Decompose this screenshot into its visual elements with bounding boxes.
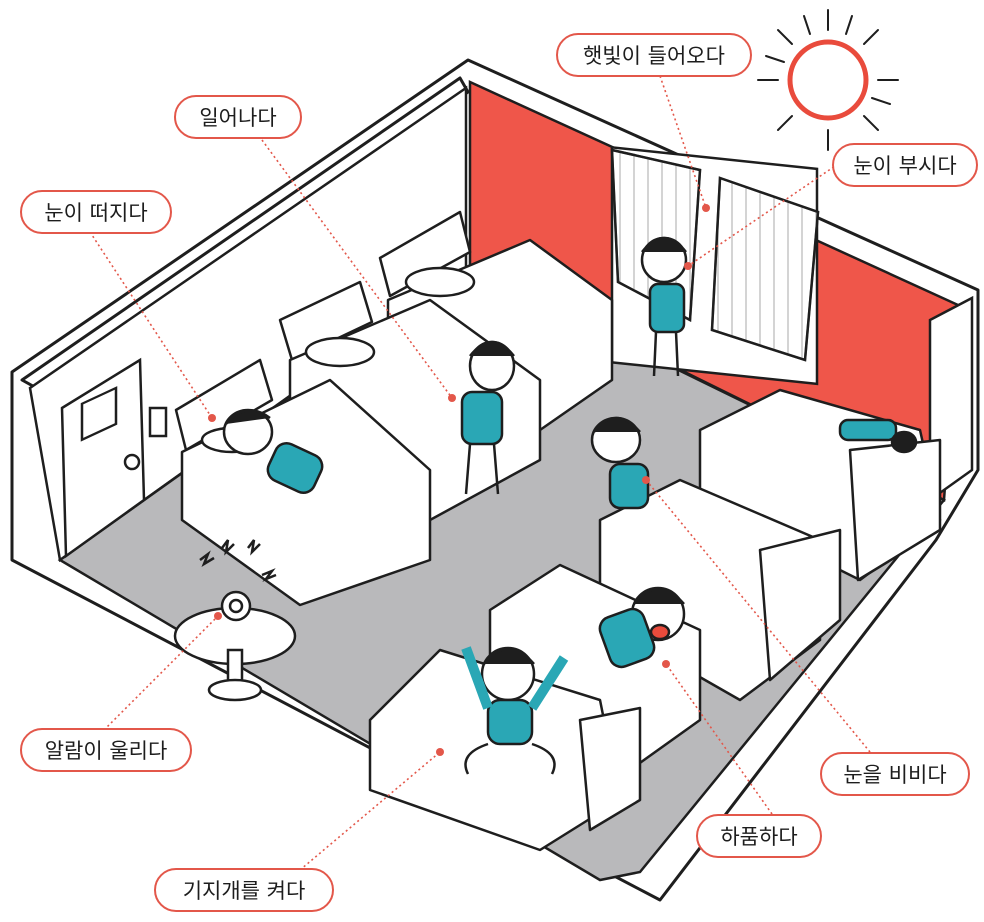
leader-dots [208,204,710,756]
person-rubbing-eyes [590,416,650,510]
label-yawn: 하품하다 [696,814,822,858]
person-getting-up [460,340,516,495]
alarm-clock-icon [199,539,277,622]
label-rub-eyes: 눈을 비비다 [820,752,970,796]
person-waking [222,408,324,494]
label-dazzling: 눈이 부시다 [832,143,978,187]
label-get-up: 일어나다 [174,95,302,139]
person-dazzled [640,236,688,377]
alarm-table [173,606,297,702]
label-alarm: 알람이 울리다 [20,728,192,772]
leader-lines [89,75,871,871]
door [60,357,168,559]
person-sleeping [838,418,918,454]
sun-icon [757,9,899,151]
person-stretching [461,646,569,775]
bed-far [378,210,614,432]
label-sunlight: 햇빛이 들어오다 [556,33,752,77]
label-stretch: 기지개를 켜다 [154,868,334,912]
people [222,236,918,775]
person-yawning [598,586,686,669]
label-wake-eyes: 눈이 떠지다 [20,190,172,234]
